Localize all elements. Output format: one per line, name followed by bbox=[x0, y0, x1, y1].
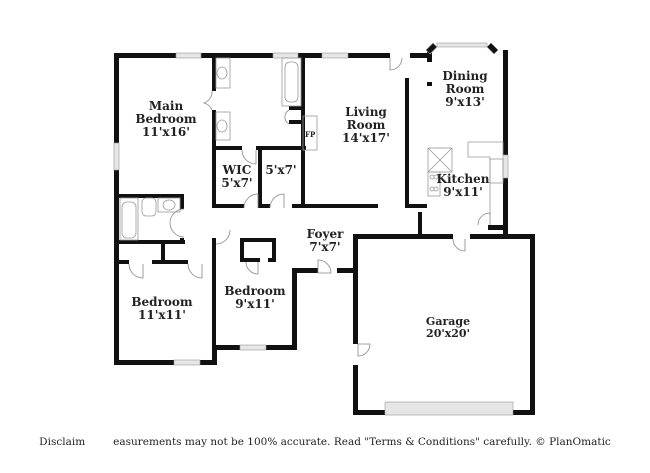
room-name-line1: Main bbox=[148, 99, 184, 113]
room-label-main-bedroom: Main Bedroom 11'x16' bbox=[135, 100, 196, 139]
room-label-dining-room: Dining Room 9'x13' bbox=[442, 70, 487, 109]
room-label-kitchen: Kitchen 9'x11' bbox=[437, 173, 490, 199]
doors bbox=[128, 57, 491, 357]
room-size: 14'x17' bbox=[342, 131, 390, 145]
room-size: 11'x16' bbox=[142, 125, 190, 139]
room-name: Bedroom bbox=[224, 284, 286, 298]
fixtures bbox=[119, 57, 504, 241]
room-size: 9'x11' bbox=[235, 297, 275, 311]
room-name: WIC bbox=[222, 163, 252, 177]
disclaimer-left: Disclaim bbox=[39, 436, 86, 448]
room-name: Foyer bbox=[306, 227, 344, 241]
room-name-line2: Room bbox=[445, 82, 485, 96]
disclaimer-right: easurements may not be 100% accurate. Re… bbox=[113, 436, 611, 448]
fireplace-label: FP bbox=[305, 130, 316, 139]
windows bbox=[113, 42, 514, 416]
room-label-foyer: Foyer 7'x7' bbox=[307, 228, 344, 254]
room-size: 7'x7' bbox=[309, 240, 341, 254]
exterior-walls bbox=[114, 43, 535, 415]
room-size: 5'x7' bbox=[265, 163, 297, 177]
room-name-line2: Bedroom bbox=[135, 112, 197, 126]
room-name-line2: Room bbox=[346, 118, 386, 132]
room-label-closet: 5'x7' bbox=[265, 164, 296, 177]
room-label-garage: Garage 20'x20' bbox=[426, 316, 470, 340]
room-name: Garage bbox=[425, 315, 471, 328]
room-label-bedroom-2: Bedroom 9'x11' bbox=[224, 285, 285, 311]
disclaimer-footer: Disclaim easurements may not be 100% accu… bbox=[0, 436, 650, 448]
room-name: Kitchen bbox=[436, 172, 490, 186]
room-size: 9'x11' bbox=[443, 185, 483, 199]
room-size: 20'x20' bbox=[426, 327, 470, 340]
room-size: 11'x11' bbox=[138, 308, 186, 322]
room-name-line1: Living bbox=[345, 105, 387, 119]
room-label-bedroom-1: Bedroom 11'x11' bbox=[131, 296, 192, 322]
room-size: 9'x13' bbox=[445, 95, 485, 109]
room-name-line1: Dining bbox=[442, 69, 488, 83]
room-label-living-room: Living Room 14'x17' bbox=[342, 106, 390, 145]
room-label-wic: WIC 5'x7' bbox=[221, 164, 252, 190]
room-size: 5'x7' bbox=[221, 176, 253, 190]
room-name: Bedroom bbox=[131, 295, 193, 309]
